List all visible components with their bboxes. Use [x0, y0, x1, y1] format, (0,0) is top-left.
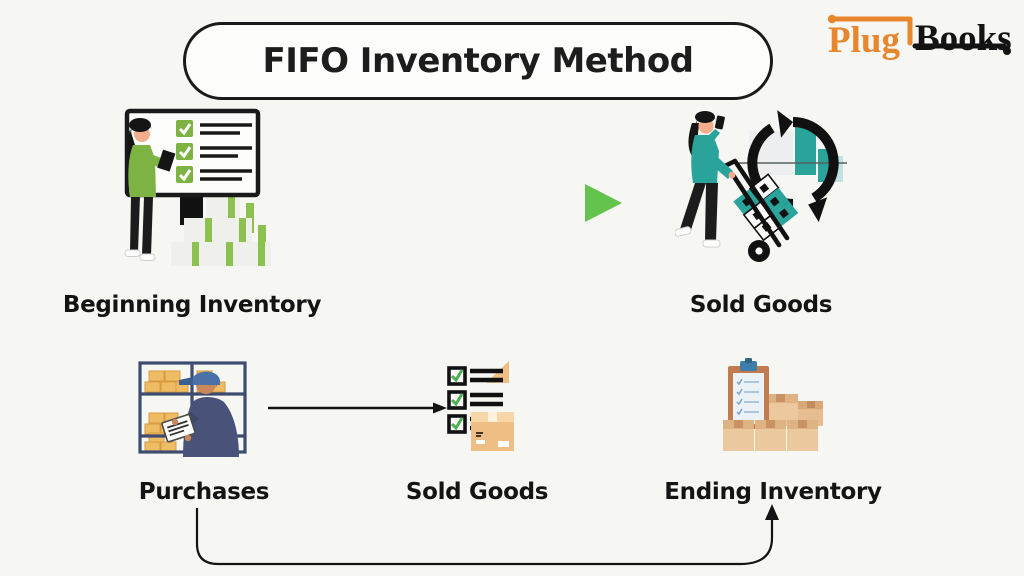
board-stand	[180, 191, 203, 225]
curved-up-arrow-icon	[195, 504, 779, 566]
logo-word-books: Books	[915, 18, 1012, 59]
walking-woman-figure	[675, 111, 736, 248]
logo-cable-dot-left	[827, 14, 837, 24]
label-purchases: Purchases	[138, 479, 270, 505]
page-title: FIFO Inventory Method	[262, 41, 694, 81]
flow-arrow-purchases-to-ending	[180, 500, 800, 572]
checklist-with-box-icon	[447, 361, 514, 451]
plugbooks-logo: Plug Books	[822, 10, 1020, 70]
flow-arrow-purchases-to-sold	[258, 398, 453, 418]
clipboard-with-boxes-icon	[723, 358, 823, 451]
warehouse-worker-shelves-icon	[138, 361, 247, 457]
right-arrow-icon	[268, 402, 447, 414]
title-banner: FIFO Inventory Method	[183, 22, 773, 100]
logo-cable-orange	[829, 16, 913, 46]
logo-word-plug: Plug	[828, 20, 900, 61]
cardboard-box	[471, 412, 514, 451]
label-sold-goods-bottom: Sold Goods	[405, 479, 549, 505]
label-ending-inventory: Ending Inventory	[664, 479, 882, 505]
beginning-inventory-illustration	[100, 103, 275, 271]
hand-truck	[722, 158, 799, 262]
plugbooks-logo-icon: Plug Books	[827, 14, 1012, 61]
ending-inventory-illustration	[715, 358, 827, 454]
presenter-figure	[124, 118, 176, 261]
presenter-checklist-board-icon	[124, 108, 271, 266]
logo-cable-dot-right	[1003, 47, 1011, 55]
label-sold-goods-top: Sold Goods	[689, 292, 833, 318]
board-checklist	[176, 120, 252, 183]
gradient-right-arrow-icon	[387, 184, 622, 222]
inventory-boxes-stack	[171, 195, 271, 266]
sold-goods-top-illustration	[675, 103, 855, 268]
flow-arrow-beginning-to-sold	[380, 181, 625, 225]
bottom-boxes	[723, 420, 818, 451]
worker-clipboard	[161, 413, 196, 443]
woman-with-handtruck-icon	[675, 110, 847, 262]
clipboard	[728, 358, 769, 429]
sold-goods-bottom-illustration	[440, 355, 522, 455]
warehouse-worker-figure	[161, 371, 239, 457]
purchases-illustration	[135, 358, 253, 458]
label-beginning-inventory: Beginning Inventory	[62, 292, 322, 318]
